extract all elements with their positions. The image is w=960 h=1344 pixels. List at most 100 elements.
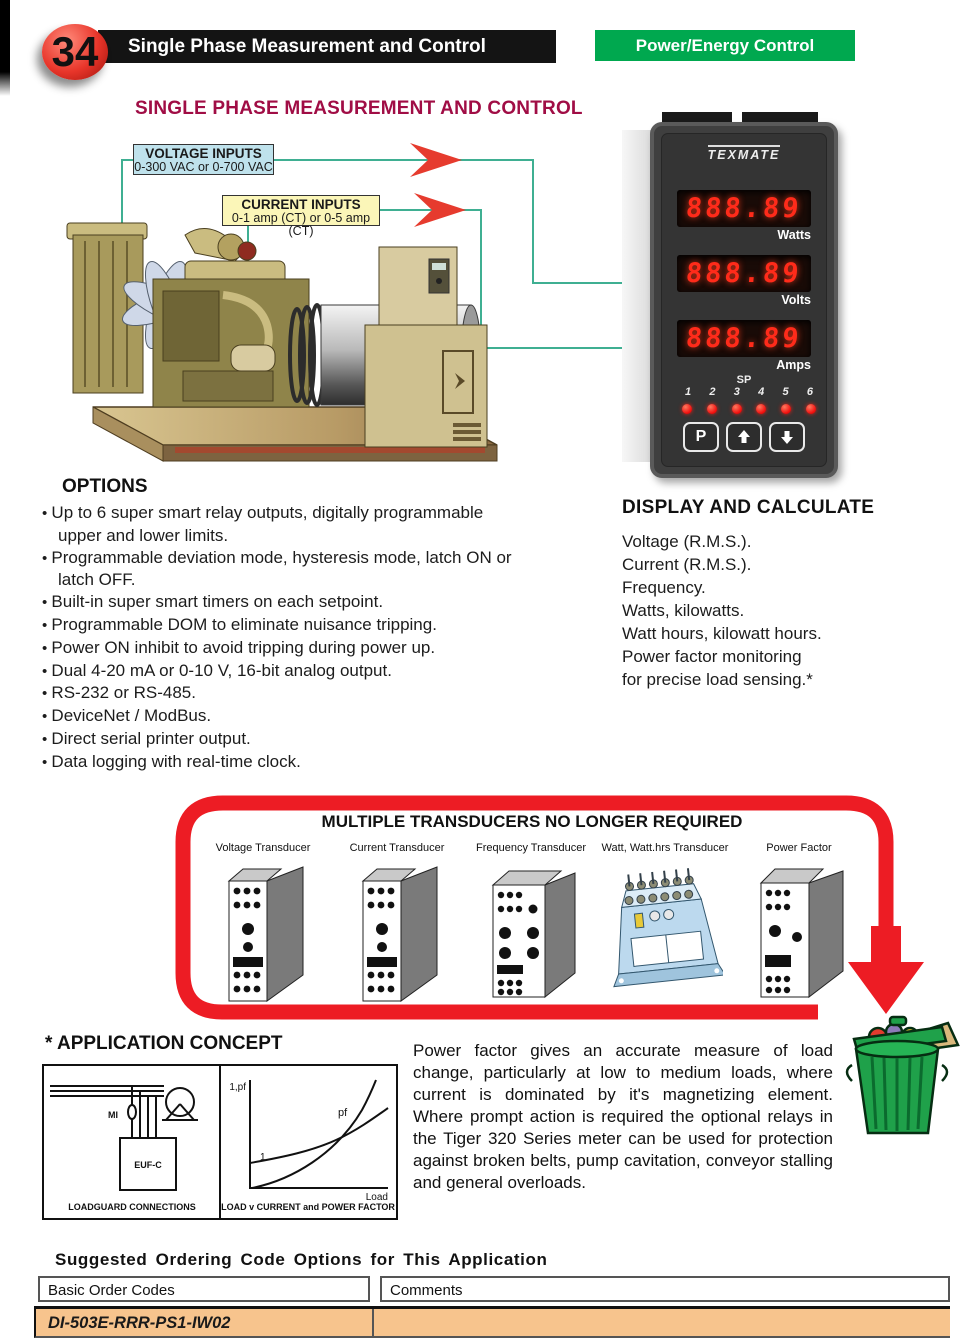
ordering-heading: Suggested Ordering Code Options for This… — [55, 1250, 548, 1269]
voltage-inputs-callout: VOLTAGE INPUTS 0-300 VAC or 0-700 VAC — [133, 144, 274, 175]
current-inputs-range: 0-1 amp (CT) or 0-5 amp (CT) — [231, 211, 371, 239]
program-button: P — [683, 422, 719, 452]
trash-can-illustration — [845, 1015, 960, 1135]
options-item: DeviceNet / ModBus. — [42, 705, 522, 728]
ordering-column-comments: Comments — [380, 1276, 950, 1302]
frequency-transducer-image — [491, 870, 576, 999]
display-calculate-item: Watt hours, kilowatt hours. — [622, 624, 822, 643]
options-item: RS-232 or RS-485. — [42, 682, 522, 705]
display-calculate-item: for precise load sensing.* — [622, 670, 813, 689]
setpoint-led — [682, 404, 692, 414]
transducers-heading: MULTIPLE TRANSDUCERS NO LONGER REQUIRED — [321, 812, 743, 831]
transducer-label: Current Transducer — [349, 842, 445, 854]
meter-bezel: TEXMATE 888.89 Watts 888.89 Volts — [650, 122, 838, 478]
meter-display-row: 888.89 Watts — [662, 190, 826, 242]
y-axis-label: 1,pf — [229, 1082, 246, 1093]
options-item: Programmable DOM to eliminate nuisance t… — [42, 614, 522, 637]
page-edge-strip — [0, 0, 10, 96]
application-concept-heading: * APPLICATION CONCEPT — [45, 1033, 283, 1054]
application-diagram-image: MI EUF-C LOADGUARD CONNECTIONS 1,pf 1 pf… — [50, 1066, 395, 1218]
page-number-badge: 34 — [42, 24, 108, 80]
transducer-figure: Watt, Watt.hrs Transducer — [598, 842, 732, 1010]
options-item: Programmable deviation mode, hysteresis … — [42, 547, 522, 592]
application-diagram: MI EUF-C LOADGUARD CONNECTIONS 1,pf 1 pf… — [42, 1064, 398, 1220]
led-display: 888.89 — [677, 255, 811, 292]
left-diagram-caption: LOADGUARD CONNECTIONS — [68, 1202, 196, 1212]
page-number: 34 — [51, 28, 99, 75]
options-item: Dual 4-20 mA or 0-10 V, 16-bit analog ou… — [42, 660, 522, 683]
display-calculate-item: Power factor monitoring — [622, 647, 802, 666]
transducer-label: Power Factor — [766, 842, 832, 854]
brand-logo: TEXMATE — [662, 145, 826, 162]
transducer-label: Watt, Watt.hrs Transducer — [601, 842, 729, 854]
transducers-row: Voltage Transducer Current Transducer — [196, 842, 868, 1010]
current-arrow-icon — [414, 193, 466, 227]
display-unit-label: Watts — [777, 228, 811, 242]
setpoint-group-label: SP — [736, 374, 752, 386]
current-inputs-callout: CURRENT INPUTS 0-1 amp (CT) or 0-5 amp (… — [222, 195, 380, 238]
display-calculate-item: Frequency. — [622, 578, 706, 597]
up-arrow-button — [726, 422, 762, 452]
led-display: 888.89 — [677, 190, 811, 227]
display-unit-label: Amps — [776, 358, 811, 372]
current-transducer-image — [361, 866, 438, 1002]
voltage-arrow-icon — [410, 143, 462, 177]
panel-meter: TEXMATE 888.89 Watts 888.89 Volts — [622, 112, 838, 484]
watt-transducer-image — [613, 868, 727, 988]
section-title-bar: Single Phase Measurement and Control — [98, 30, 556, 63]
display-calculate-item: Watts, kilowatts. — [622, 601, 745, 620]
transducer-label: Frequency Transducer — [475, 842, 587, 854]
options-item: Built-in super smart timers on each setp… — [42, 591, 522, 614]
generator-illustration — [66, 222, 498, 462]
display-calculate-item: Voltage (R.M.S.). — [622, 532, 752, 551]
display-calculate-heading: DISPLAY AND CALCULATE — [622, 497, 875, 518]
order-code-cell: DI-503E-RRR-PS1-IW02 — [36, 1309, 374, 1336]
ordering-column-basic-codes: Basic Order Codes — [38, 1276, 370, 1302]
discard-arrow-icon — [848, 926, 924, 1014]
voltage-inputs-range: 0-300 VAC or 0-700 VAC — [134, 160, 273, 175]
transducer-figure: Current Transducer — [330, 842, 464, 1010]
order-comment-cell — [374, 1309, 950, 1336]
transducer-figure: Voltage Transducer — [196, 842, 330, 1010]
led-display: 888.89 — [677, 320, 811, 357]
meter-display-row: 888.89 Amps — [662, 320, 826, 372]
section-title: Single Phase Measurement and Control — [128, 36, 486, 57]
transducer-label: Voltage Transducer — [215, 842, 311, 854]
transducers-ribbon — [175, 795, 924, 1020]
mi-label: MI — [108, 1110, 118, 1120]
options-item: Up to 6 super smart relay outputs, digit… — [42, 502, 522, 547]
right-diagram-caption: LOAD v CURRENT and POWER FACTOR — [221, 1202, 395, 1212]
setpoint-led — [781, 404, 792, 414]
power-factor-transducer-image — [759, 868, 844, 999]
display-unit-label: Volts — [781, 293, 811, 307]
setpoint-led — [805, 404, 816, 414]
setpoint-leds — [682, 404, 816, 414]
options-item: Power ON inhibit to avoid tripping durin… — [42, 637, 522, 660]
device-label: EUF-C — [134, 1160, 162, 1170]
curve2-label: pf — [338, 1107, 348, 1119]
setpoint-led — [731, 404, 742, 414]
voltage-transducer-image — [227, 866, 304, 1002]
voltage-inputs-title: VOLTAGE INPUTS — [145, 146, 262, 161]
options-item: Data logging with real-time clock. — [42, 751, 522, 774]
up-arrow-icon — [738, 430, 750, 443]
display-calculate-item: Current (R.M.S.). — [622, 555, 752, 574]
setpoint-led — [756, 404, 767, 414]
options-item: Direct serial printer output. — [42, 728, 522, 751]
meter-face: TEXMATE 888.89 Watts 888.89 Volts — [661, 133, 827, 467]
down-arrow-button — [769, 422, 805, 452]
x-axis-label: Load — [366, 1192, 388, 1203]
transducer-figure: Power Factor — [732, 842, 866, 1010]
options-list: Up to 6 super smart relay outputs, digit… — [42, 502, 522, 774]
down-arrow-icon — [781, 431, 793, 444]
page-title: SINGLE PHASE MEASUREMENT AND CONTROL — [135, 98, 583, 119]
options-heading: OPTIONS — [62, 476, 148, 497]
setpoint-led — [706, 404, 717, 414]
transducer-figure: Frequency Transducer — [464, 842, 598, 1010]
display-calculate-list: Voltage (R.M.S.). Current (R.M.S.). Freque… — [622, 530, 922, 691]
category-badge: Power/Energy Control — [595, 30, 855, 61]
current-inputs-title: CURRENT INPUTS — [241, 197, 361, 212]
application-paragraph: Power factor gives an accurate measure o… — [413, 1041, 833, 1192]
